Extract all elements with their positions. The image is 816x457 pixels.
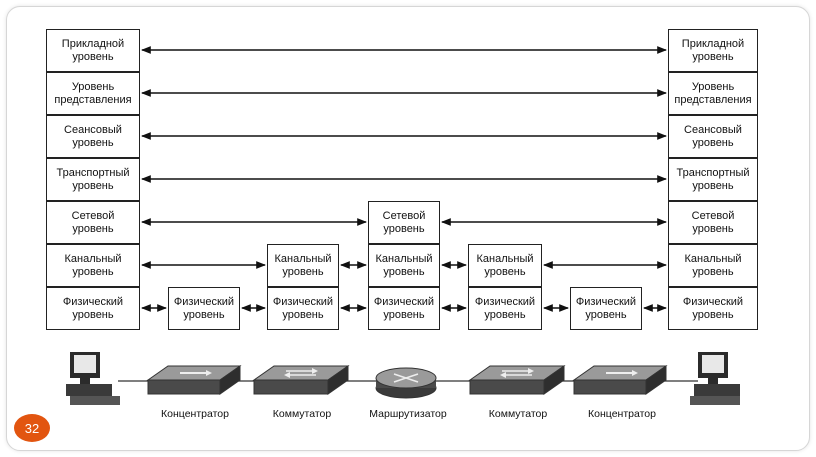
hub-icon [572, 365, 668, 395]
computer-icon [690, 352, 740, 405]
switch-icon [468, 365, 566, 395]
switch-left-label: Коммутатор [272, 408, 332, 420]
hub-icon [146, 365, 242, 395]
hub-left-label: Концентратор [161, 408, 229, 420]
computer-icon [66, 352, 120, 405]
switch-icon [252, 365, 350, 395]
router-icon [375, 367, 437, 399]
switch-right-label: Коммутатор [488, 408, 548, 420]
router-label: Маршрутизатор [369, 408, 447, 420]
hub-right-label: Концентратор [588, 408, 656, 420]
slide-number-badge: 32 [14, 414, 50, 442]
